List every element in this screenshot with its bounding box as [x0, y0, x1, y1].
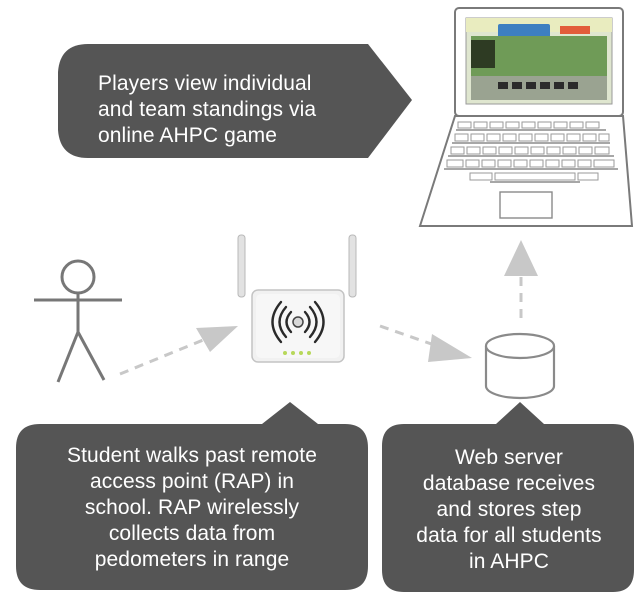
database-icon	[484, 332, 556, 400]
laptop-icon	[418, 7, 634, 227]
arrow-router-to-database	[379, 324, 472, 362]
person-icon	[34, 259, 122, 383]
arrow-database-to-laptop	[504, 240, 538, 318]
student-callout-text: Student walks past remote access point (…	[67, 444, 317, 571]
server-callout-text: Web server database receives and stores …	[416, 446, 602, 573]
players-callout-text: Players view individual and team standin…	[98, 72, 317, 147]
arrow-person-to-router	[119, 326, 238, 376]
server-callout-shape	[382, 402, 634, 592]
router-icon	[237, 234, 357, 363]
players-callout-shape	[58, 44, 412, 158]
student-callout-shape	[16, 402, 368, 590]
